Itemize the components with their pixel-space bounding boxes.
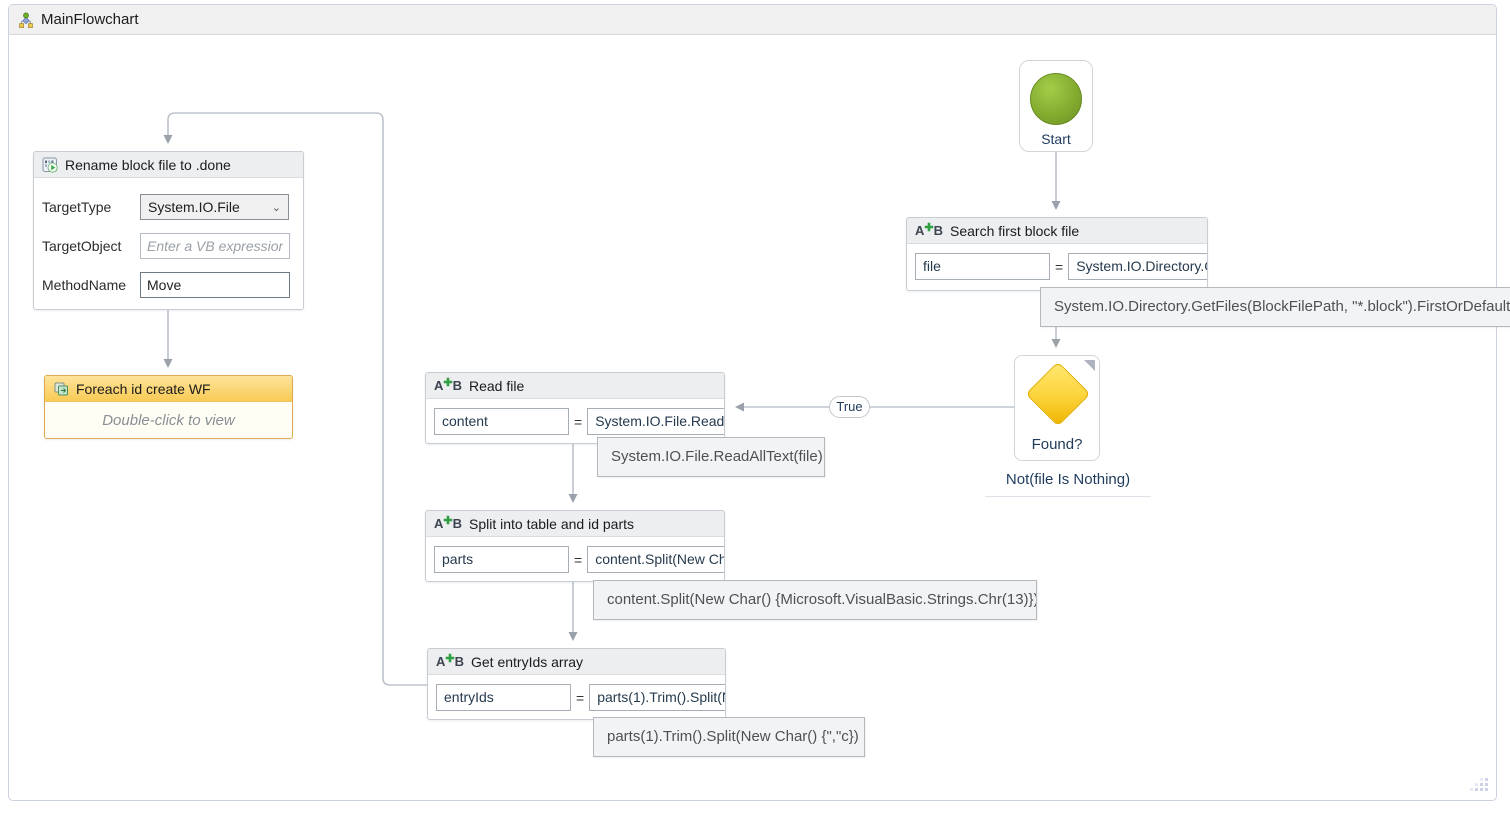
node-title: Search first block file <box>950 222 1080 239</box>
assign-to-field[interactable]: entryIds <box>436 684 571 711</box>
expression-tooltip-search: System.IO.Directory.GetFiles(BlockFilePa… <box>1040 287 1510 327</box>
assign-value-field[interactable]: content.Split(New Char() {Microsoft.Visu… <box>587 546 724 573</box>
node-start[interactable]: Start <box>1019 60 1093 152</box>
invoke-method-icon <box>42 157 58 173</box>
start-circle-icon <box>1030 73 1082 125</box>
node-header[interactable]: A✚B Search first block file <box>907 218 1207 244</box>
assign-to-field[interactable]: parts <box>434 546 569 573</box>
node-header[interactable]: A✚B Read file <box>426 373 724 399</box>
node-title: Split into table and id parts <box>469 515 634 532</box>
node-found-decision[interactable]: Found? <box>1014 355 1100 461</box>
assign-value-field[interactable]: System.IO.File.ReadAllText(file) <box>587 408 724 435</box>
branch-label-true: True <box>829 396 870 418</box>
equals-sign: = <box>1055 258 1064 275</box>
start-label: Start <box>1041 131 1071 147</box>
dropdown-value: System.IO.File <box>148 199 240 215</box>
assign-value-field[interactable]: parts(1).Trim().Split(New Char() {","c}) <box>589 684 725 711</box>
target-object-input[interactable] <box>140 233 290 259</box>
node-read-file[interactable]: A✚B Read file content = System.IO.File.R… <box>425 372 725 444</box>
method-name-input[interactable] <box>140 272 290 298</box>
node-split-parts[interactable]: A✚B Split into table and id parts parts … <box>425 510 725 582</box>
equals-sign: = <box>574 551 583 568</box>
node-title: Get entryIds array <box>471 653 584 670</box>
resize-grip[interactable] <box>1470 775 1492 797</box>
assign-value-field[interactable]: System.IO.Directory.GetFiles(BlockFilePa… <box>1068 253 1207 280</box>
expression-tooltip-entryids: parts(1).Trim().Split(New Char() {","c}) <box>593 717 865 757</box>
flowchart-titlebar: MainFlowchart <box>9 5 1496 35</box>
node-header[interactable]: Foreach id create WF <box>45 376 292 402</box>
node-rename-block-file[interactable]: Rename block file to .done TargetType Sy… <box>33 151 304 310</box>
decision-diamond-icon <box>1025 361 1091 427</box>
fold-corner-icon <box>1084 360 1095 371</box>
node-search-first-block-file[interactable]: A✚B Search first block file file = Syste… <box>906 217 1208 291</box>
node-get-entryids[interactable]: A✚B Get entryIds array entryIds = parts(… <box>427 648 726 720</box>
decision-title: Found? <box>1031 436 1083 453</box>
expression-tooltip-split: content.Split(New Char() {Microsoft.Visu… <box>593 580 1037 620</box>
assign-icon: A✚B <box>434 377 462 393</box>
foreach-body-hint[interactable]: Double-click to view <box>102 411 235 429</box>
assign-to-field[interactable]: file <box>915 253 1050 280</box>
expression-tooltip-read: System.IO.File.ReadAllText(file) <box>597 437 825 477</box>
page-title: MainFlowchart <box>41 11 139 28</box>
node-title: Rename block file to .done <box>65 156 231 173</box>
field-label: TargetType <box>42 199 112 215</box>
invoke-workflow-icon <box>54 382 68 395</box>
equals-sign: = <box>574 413 583 430</box>
assign-to-field[interactable]: content <box>434 408 569 435</box>
assign-icon: A✚B <box>436 653 464 669</box>
decision-condition-text: Not(file Is Nothing) <box>985 471 1151 497</box>
node-header[interactable]: Rename block file to .done <box>34 152 303 178</box>
target-type-dropdown[interactable]: System.IO.File ⌄ <box>140 194 289 220</box>
field-label: MethodName <box>42 277 127 293</box>
node-foreach-create-wf[interactable]: Foreach id create WF Double-click to vie… <box>44 375 293 439</box>
field-label: TargetObject <box>42 238 122 254</box>
node-title: Read file <box>469 377 525 394</box>
node-header[interactable]: A✚B Get entryIds array <box>428 649 725 675</box>
chevron-down-icon: ⌄ <box>271 201 281 214</box>
assign-icon: A✚B <box>434 515 462 531</box>
assign-icon: A✚B <box>915 222 943 238</box>
node-title: Foreach id create WF <box>76 380 211 397</box>
equals-sign: = <box>576 689 585 706</box>
flowchart-icon <box>19 12 33 28</box>
node-header[interactable]: A✚B Split into table and id parts <box>426 511 724 537</box>
